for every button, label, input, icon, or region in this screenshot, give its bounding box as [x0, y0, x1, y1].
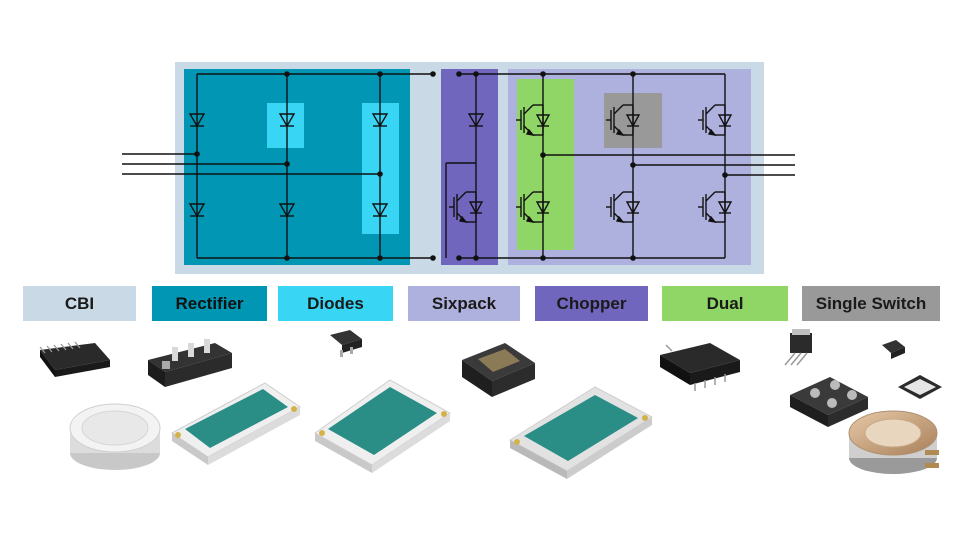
chopper-region: [441, 69, 498, 265]
power-module-icon: [171, 382, 301, 465]
power-module-icon: [790, 377, 868, 427]
product-images: [39, 329, 942, 479]
discrete-package-icon: [882, 340, 905, 359]
circuit-wires: [122, 73, 795, 259]
power-module-icon: [314, 379, 451, 473]
label-rectifier: Rectifier: [152, 286, 267, 321]
discrete-package-icon: [330, 330, 362, 357]
power-module-icon: [148, 339, 232, 387]
discrete-package-icon: [898, 375, 942, 399]
module-topology-schematic: [122, 62, 795, 274]
power-module-icon: [462, 343, 535, 397]
discrete-package-icon: [39, 341, 110, 377]
power-module-icon: [509, 386, 653, 479]
dual-region: [517, 79, 574, 250]
junction-dots: [194, 71, 728, 261]
label-dual: Dual: [662, 286, 788, 321]
discrete-package-icon: [660, 343, 740, 391]
label-cbi: CBI: [23, 286, 136, 321]
press-pack-icon: [848, 410, 939, 474]
label-chopper: Chopper: [535, 286, 648, 321]
label-single-switch: Single Switch: [802, 286, 940, 321]
discrete-package-icon: [784, 329, 812, 366]
label-sixpack: Sixpack: [408, 286, 520, 321]
press-pack-icon: [69, 403, 161, 470]
label-diodes: Diodes: [278, 286, 393, 321]
